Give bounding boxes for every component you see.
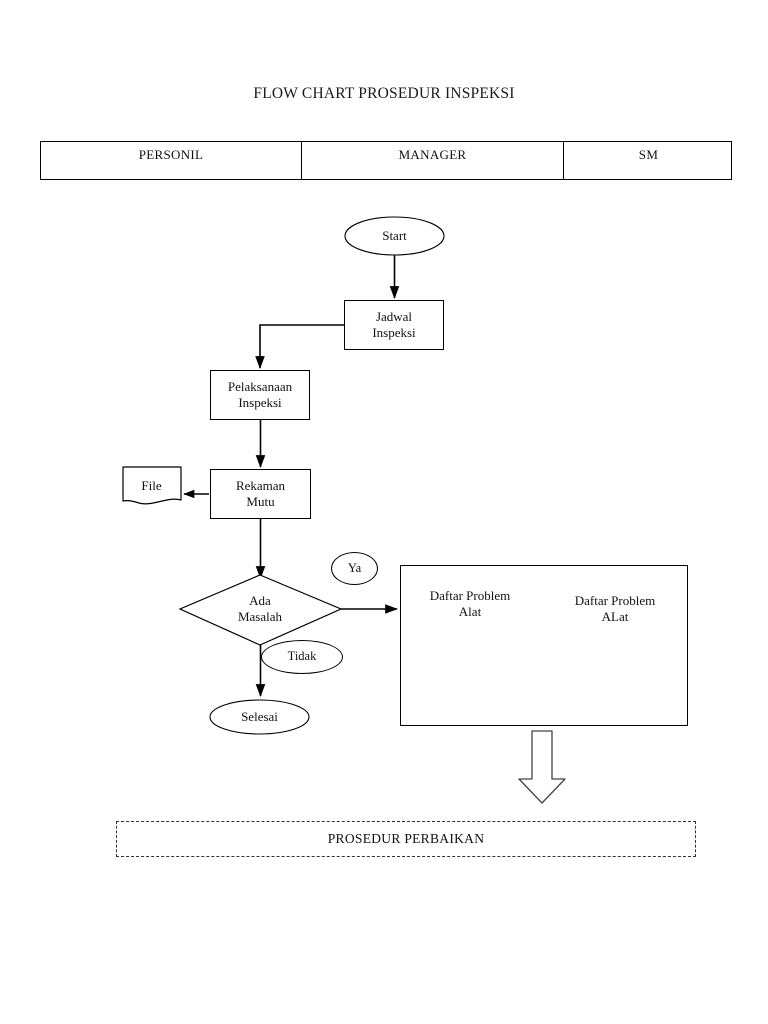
node-daftar-problem-alat-single: Daftar Problem ALat <box>553 588 677 630</box>
node-jadwal-label-line1: Jadwal <box>375 308 413 324</box>
node-decision-label-line1: Ada <box>249 592 271 608</box>
node-jadwal-label-line2: Inspeksi <box>372 325 416 340</box>
node-decision-label-line2: Masalah <box>237 609 283 624</box>
node-doc-single-label-line2: ALat <box>601 609 629 624</box>
node-file-label: File <box>141 477 162 493</box>
node-file: File <box>124 474 179 498</box>
page-title: FLOW CHART PROSEDUR INSPEKSI <box>253 85 515 102</box>
lane-header-manager-label: MANAGER <box>398 147 467 162</box>
edge-label-ya-text: Ya <box>347 560 362 575</box>
edge-label-tidak-text: Tidak <box>287 649 317 664</box>
node-doc-multi-label-line1: Daftar Problem <box>429 587 511 603</box>
node-daftar-problem-alat-multi: Daftar Problem Alat <box>412 584 528 624</box>
node-pelaksanaan-label-line1: Pelaksanaan <box>227 378 293 394</box>
group-box-problem-alat <box>400 565 688 726</box>
lane-header-sm: SM <box>563 142 733 179</box>
node-start: Start <box>345 217 444 255</box>
node-decision-ada-masalah: Ada Masalah <box>212 588 308 630</box>
lane-header-personil: PERSONIL <box>41 142 301 179</box>
block-down-arrow-icon <box>518 730 566 804</box>
node-rekaman-label-line1: Rekaman <box>235 477 286 493</box>
node-pelaksanaan-inspeksi: Pelaksanaan Inspeksi <box>210 370 310 420</box>
node-jadwal-inspeksi: Jadwal Inspeksi <box>344 300 444 350</box>
edge-label-tidak: Tidak <box>261 640 343 674</box>
node-pelaksanaan-label-line2: Inspeksi <box>238 395 282 410</box>
node-rekaman-label-line2: Mutu <box>246 494 275 509</box>
lane-header-table: PERSONIL MANAGER SM <box>40 141 732 180</box>
node-selesai: Selesai <box>210 700 309 734</box>
edge-jadwal-to-pelaksanaan <box>255 324 344 369</box>
node-rekaman-mutu: Rekaman Mutu <box>210 469 311 519</box>
node-start-label: Start <box>382 227 407 243</box>
node-prosedur-perbaikan-label: PROSEDUR PERBAIKAN <box>327 831 485 846</box>
node-prosedur-perbaikan: PROSEDUR PERBAIKAN <box>116 821 696 857</box>
node-doc-single-label-line1: Daftar Problem <box>574 592 656 608</box>
lane-header-personil-label: PERSONIL <box>138 147 204 162</box>
node-selesai-label: Selesai <box>241 708 278 724</box>
lane-header-manager: MANAGER <box>301 142 563 179</box>
lane-header-sm-label: SM <box>638 147 659 162</box>
node-doc-multi-label-line2: Alat <box>458 604 482 619</box>
edge-label-ya: Ya <box>331 552 378 585</box>
